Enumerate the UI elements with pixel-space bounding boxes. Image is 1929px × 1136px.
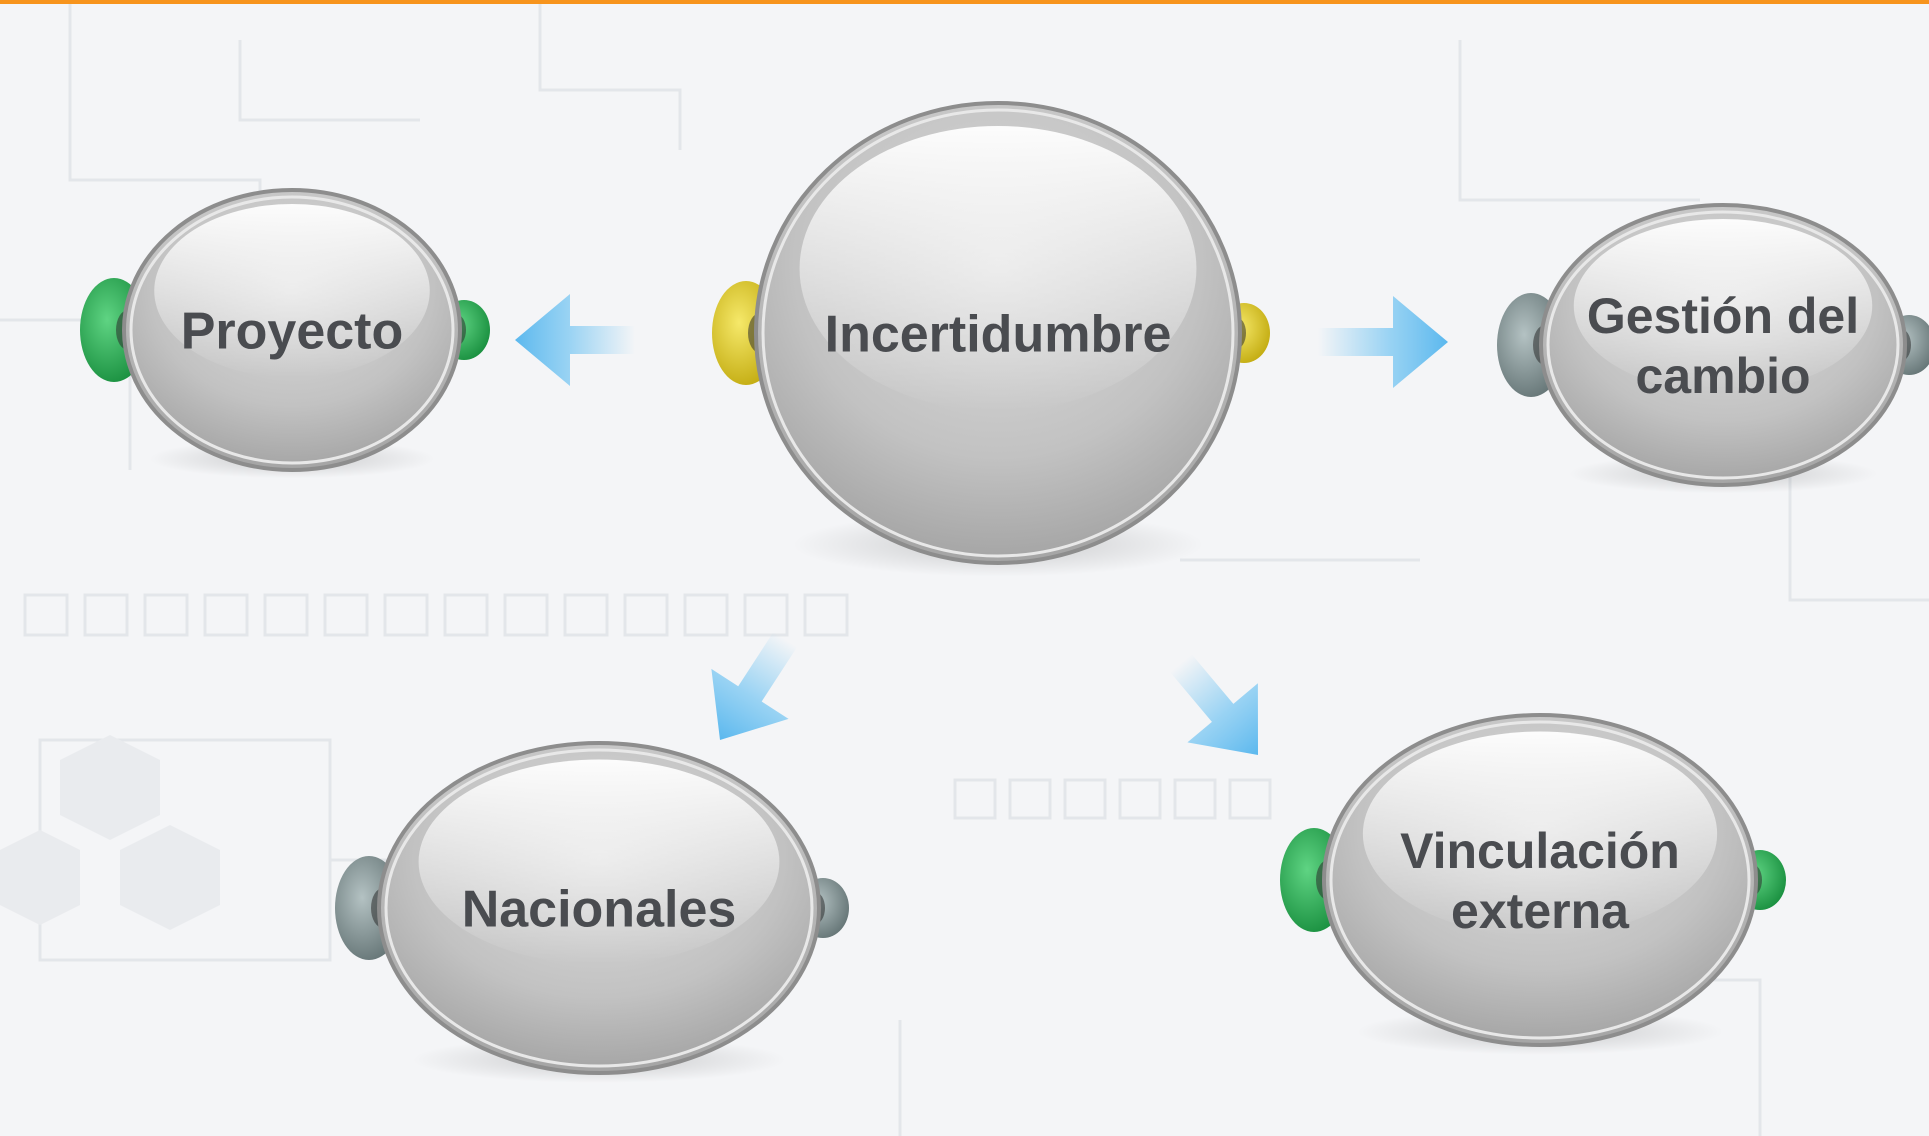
arrow-incertidumbre-to-proyecto (515, 294, 635, 386)
top-accent-bar (0, 0, 1929, 4)
node-label: externa (1451, 883, 1630, 939)
node-label: Proyecto (181, 303, 404, 361)
arrow-incertidumbre-to-vinculacion-externa (1170, 654, 1258, 755)
node-label: Gestión del (1587, 288, 1859, 344)
arrow-incertidumbre-to-gestion-del-cambio (1318, 296, 1448, 388)
node-proyecto: Proyecto (80, 188, 490, 479)
circuit-hexagons (0, 735, 220, 930)
node-incertidumbre: Incertidumbre (712, 101, 1270, 577)
circuit-squares-row (23, 593, 1272, 820)
node-label: cambio (1635, 348, 1810, 404)
node-nacionales: Nacionales (335, 741, 849, 1083)
nodes: Incertidumbre Proyecto Gestión delcambioNa… (80, 101, 1929, 1083)
arrow-incertidumbre-to-nacionales (711, 631, 798, 740)
node-label: Incertidumbre (825, 306, 1172, 364)
node-label: Nacionales (462, 881, 737, 939)
connector-arrows (515, 294, 1448, 755)
node-label: Vinculación (1400, 823, 1680, 879)
